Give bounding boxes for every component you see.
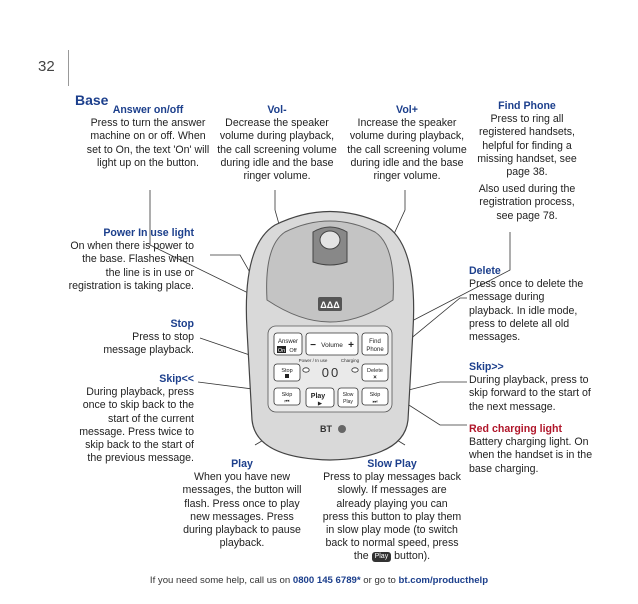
svg-text:▶: ▶ <box>318 401 323 407</box>
brand-logo <box>338 425 346 433</box>
callout-skip-forward: Skip>> During playback, press to skip fo… <box>469 361 591 413</box>
charging-label: Charging <box>341 358 360 363</box>
callout-vol-up: Vol+ Increase the speaker volume during … <box>347 104 467 183</box>
skip-forward-label: Skip <box>370 392 381 398</box>
section-title: Base <box>75 92 109 108</box>
svg-text:⏮: ⏮ <box>285 399 290 405</box>
delete-label: Delete <box>367 368 383 374</box>
svg-text:⏭: ⏭ <box>373 399 378 405</box>
on-label: On <box>278 348 285 354</box>
slow-label: Slow <box>343 392 354 398</box>
callout-stop: Stop Press to stop message playback. <box>103 318 194 357</box>
skip-back-label: Skip <box>282 392 293 398</box>
power-inuse-label: Power / In use <box>299 358 328 363</box>
skip-back-button <box>273 387 301 406</box>
power-led <box>302 367 310 373</box>
svg-text:×: × <box>373 375 377 381</box>
callout-charging-light: Red charging light Battery charging ligh… <box>469 423 593 475</box>
message-counter: 00 <box>322 365 340 380</box>
callout-skip-back: Skip<< During playback, press once to sk… <box>79 373 194 465</box>
help-url[interactable]: bt.com/producthelp <box>398 575 489 586</box>
slow-play-label: Play <box>343 399 353 405</box>
callout-vol-down: Vol- Decrease the speaker volume during … <box>217 104 337 183</box>
stop-button <box>273 363 301 382</box>
delete-button <box>361 363 389 382</box>
volume-minus-label: − <box>310 340 316 351</box>
slow-play-button <box>337 387 359 408</box>
charging-led <box>351 367 359 373</box>
handset-cradle <box>266 220 394 323</box>
help-phone: 0800 145 6789* <box>292 575 361 586</box>
callout-power-light: Power In use light On when there is powe… <box>68 227 194 292</box>
callout-find-phone: Find Phone Press to ring all registered … <box>477 100 577 222</box>
find-label: Find <box>369 339 381 345</box>
margin-rule <box>68 50 69 86</box>
footer: If you need some help, call us on 0800 1… <box>149 575 489 586</box>
play-label: Play <box>311 393 326 400</box>
callout-answer: Answer on/off Press to turn the answer m… <box>86 104 210 169</box>
play-button <box>305 387 335 408</box>
find-phone-button <box>361 332 389 356</box>
phone-label: Phone <box>366 347 384 353</box>
answer-label: Answer <box>278 339 298 345</box>
skip-forward-button <box>361 387 389 406</box>
svg-text:ΔΔΔ: ΔΔΔ <box>320 300 340 310</box>
page-number: 32 <box>38 58 55 75</box>
brand-label: BT <box>320 424 332 434</box>
callout-slow-play: Slow Play Press to play messages back sl… <box>322 458 462 563</box>
off-label: Off <box>289 348 297 354</box>
volume-rocker <box>305 332 359 356</box>
inline-play-button-icon: Play <box>371 551 392 562</box>
volume-plus-label: + <box>348 340 354 351</box>
callout-play: Play When you have new messages, the but… <box>182 458 302 550</box>
callout-delete: Delete Press once to delete the message … <box>469 265 584 344</box>
stop-label: Stop <box>281 368 292 374</box>
volume-label: Volume <box>321 342 343 349</box>
